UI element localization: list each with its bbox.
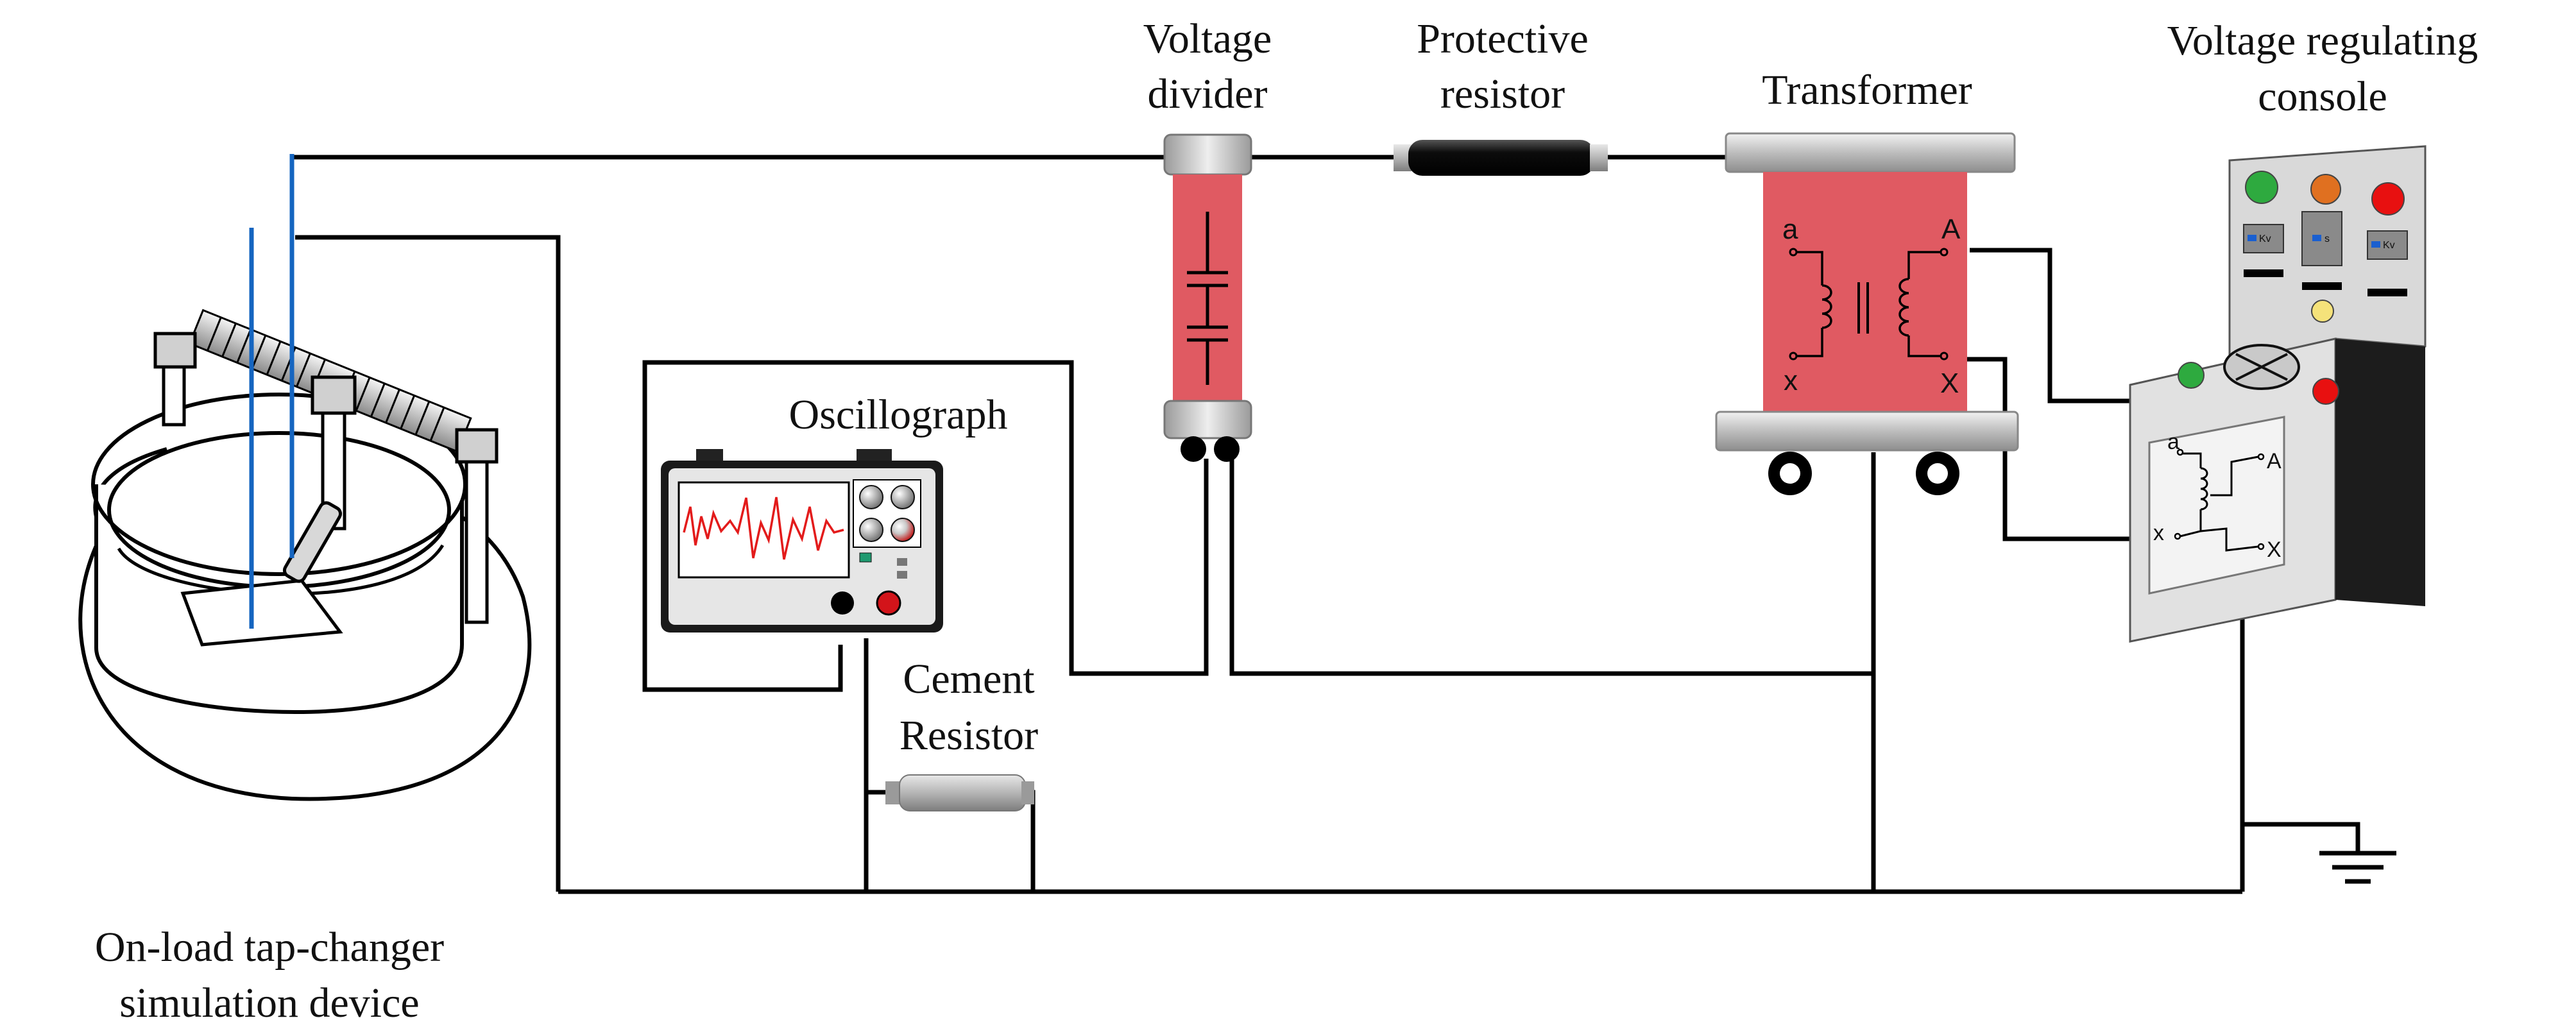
- console-terminal-x-label: x: [2153, 521, 2164, 545]
- console-handwheel-icon: [2223, 344, 2300, 390]
- console-terminal-a-label: a: [2167, 430, 2179, 454]
- svg-text:Kv: Kv: [2259, 234, 2271, 244]
- transformer-label: Transformer: [1762, 67, 1972, 114]
- protective-resistor-label-line2: resistor: [1440, 71, 1565, 117]
- protective-resistor-label-line1: Protective: [1417, 15, 1589, 62]
- meter-s: s: [2301, 211, 2342, 266]
- moving-contact-arm: [282, 501, 343, 583]
- console-autotransformer-panel: a x A X: [2148, 416, 2285, 595]
- tap-changer-label-line2: simulation device: [119, 980, 419, 1026]
- orange-lamp-icon: [2310, 174, 2341, 205]
- console-label-line2: console: [2258, 73, 2387, 120]
- oscilloscope-red-button-icon: [876, 590, 901, 616]
- voltage-regulating-console: Kv s Kv: [2129, 145, 2427, 643]
- svg-text:Kv: Kv: [2383, 240, 2395, 251]
- transformer: a x A X: [1715, 132, 2019, 495]
- tap-changer-label-line1: On-load tap-changer: [95, 924, 444, 971]
- tap-changer-device: [78, 154, 532, 801]
- component-labels: Voltage divider Protective resistor Tran…: [95, 15, 2478, 1026]
- transformer-wheel-left: [1768, 452, 1812, 495]
- green-lamp-icon: [2245, 171, 2278, 204]
- terminal-a-label: a: [1782, 214, 1798, 245]
- transformer-wheel-right: [1916, 452, 1959, 495]
- oscillograph: [661, 449, 943, 633]
- winding-symbol: [1789, 248, 1949, 361]
- cement-resistor: [885, 774, 1034, 811]
- console-terminal-X-label: X: [2267, 538, 2282, 562]
- capacitor-symbol: [1187, 212, 1228, 385]
- oscilloscope-trace: [683, 497, 844, 560]
- console-green-button-icon: [2178, 362, 2205, 389]
- terminal-A-label: A: [1941, 214, 1961, 245]
- red-lamp-icon: [2371, 182, 2405, 216]
- yellow-lamp-icon: [2311, 300, 2334, 323]
- protective-resistor: [1394, 140, 1608, 176]
- contact-plate: [180, 579, 343, 647]
- svg-text:s: s: [2324, 234, 2330, 244]
- cement-resistor-label-line1: Cement: [903, 656, 1034, 702]
- console-label-line1: Voltage regulating: [2167, 17, 2478, 64]
- oscilloscope-black-button-icon: [831, 591, 854, 615]
- meter-kv-left: Kv: [2243, 224, 2284, 253]
- meter-kv-right: Kv: [2367, 230, 2408, 260]
- console-terminal-A-label: A: [2267, 449, 2282, 473]
- voltage-divider-label-line2: divider: [1148, 71, 1268, 117]
- contact-post-right: [455, 428, 499, 624]
- circuit-wires: [292, 155, 2360, 894]
- console-red-button-icon: [2312, 378, 2339, 405]
- terminal-X-label: X: [1940, 368, 1959, 399]
- contact-post-left: [153, 332, 197, 427]
- oscillograph-label: Oscillograph: [789, 391, 1008, 438]
- ground-symbol: [2319, 851, 2396, 884]
- voltage-divider: [1163, 133, 1252, 462]
- terminal-x-label: x: [1784, 365, 1798, 396]
- cement-resistor-label-line2: Resistor: [900, 712, 1038, 759]
- voltage-divider-label-line1: Voltage: [1143, 15, 1272, 62]
